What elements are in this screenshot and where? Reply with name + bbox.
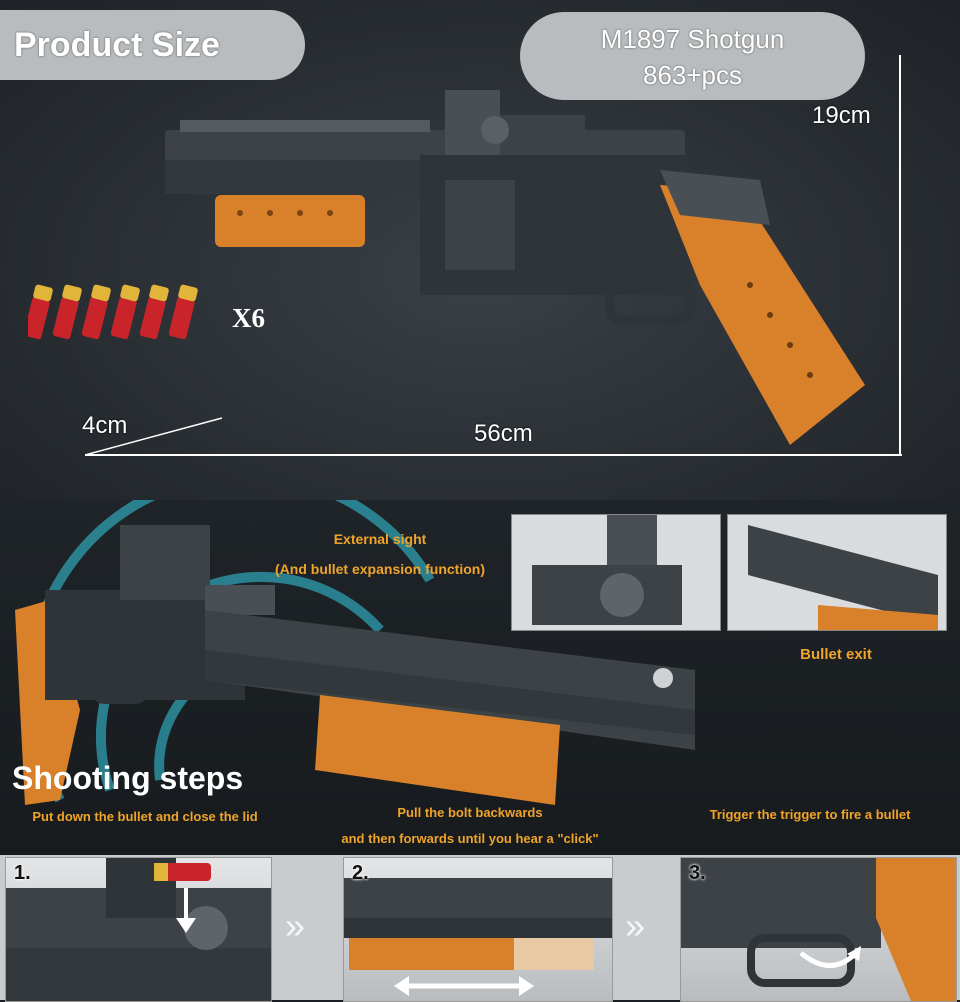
shotgun-image-side bbox=[15, 525, 695, 805]
model-badge: M1897 Shotgun 863+pcs bbox=[520, 12, 865, 100]
shotgun-shell bbox=[81, 284, 111, 340]
shotgun-shell bbox=[168, 284, 198, 340]
shotgun-image-top bbox=[165, 90, 865, 445]
sight-closeup-image bbox=[512, 515, 720, 630]
height-label: 19cm bbox=[812, 102, 871, 129]
step-2-number: 2. bbox=[352, 862, 369, 884]
product-size-title: Product Size bbox=[14, 26, 220, 64]
sight-label: External sight (And bullet expansion fun… bbox=[250, 524, 510, 584]
shotgun-shell bbox=[28, 284, 53, 340]
step2-caption-line2: and then forwards until you hear a "clic… bbox=[341, 831, 599, 846]
bullet-exit-image bbox=[728, 515, 946, 630]
step-1-number: 1. bbox=[14, 862, 31, 884]
sight-label-line2: (And bullet expansion function) bbox=[275, 561, 485, 577]
step-2-panel: 2. bbox=[343, 857, 613, 1002]
step2-caption-line1: Pull the bolt backwards bbox=[397, 805, 543, 820]
title-badge: Product Size bbox=[0, 10, 305, 80]
shell-count-label: X6 bbox=[232, 303, 265, 333]
step2-caption: Pull the bolt backwards and then forward… bbox=[320, 800, 620, 852]
step-arrow-1-icon: » bbox=[285, 905, 306, 946]
step-2-image bbox=[344, 878, 612, 996]
piece-count: 863+pcs bbox=[642, 60, 743, 90]
shotgun-shell bbox=[139, 284, 169, 340]
sight-label-line1: External sight bbox=[333, 531, 427, 547]
step-arrow-2-icon: » bbox=[625, 905, 646, 946]
step-3-panel: 3. bbox=[680, 857, 957, 1002]
step-3-number: 3. bbox=[689, 862, 706, 884]
step-1-image bbox=[6, 858, 271, 1001]
shotgun-shells bbox=[28, 284, 198, 340]
sight-closeup-photo bbox=[511, 514, 721, 631]
shotgun-shell bbox=[110, 284, 140, 340]
dimension-lines bbox=[84, 55, 902, 456]
length-label: 56cm bbox=[474, 420, 533, 447]
bullet-exit-label: Bullet exit bbox=[800, 646, 872, 663]
shooting-steps-title: Shooting steps bbox=[12, 760, 244, 796]
step3-caption: Trigger the trigger to fire a bullet bbox=[709, 807, 911, 822]
step1-caption: Put down the bullet and close the lid bbox=[32, 809, 258, 824]
bullet-exit-photo bbox=[727, 514, 947, 631]
width-label: 4cm bbox=[82, 412, 128, 439]
model-name: M1897 Shotgun bbox=[600, 24, 785, 54]
shotgun-shell bbox=[52, 284, 82, 340]
step-3-image bbox=[681, 858, 956, 1001]
step-1-panel: 1. bbox=[5, 857, 272, 1002]
